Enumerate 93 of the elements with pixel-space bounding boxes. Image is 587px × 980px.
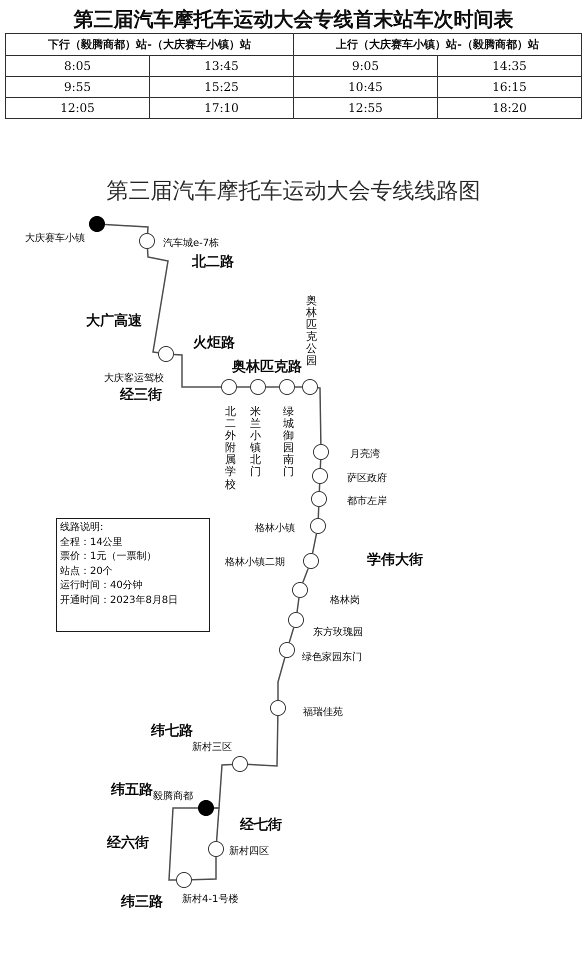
stop-circle bbox=[311, 491, 327, 507]
stop-circle bbox=[313, 444, 329, 460]
route-line bbox=[312, 534, 318, 554]
stop-circle bbox=[270, 700, 286, 716]
time-cell: 14:35 bbox=[437, 56, 582, 76]
stop-name: 新村四区 bbox=[229, 844, 269, 858]
road-name: 经三街 bbox=[120, 386, 162, 404]
time-cell: 12:05 bbox=[6, 98, 150, 118]
stop-name: 米兰小镇北门 bbox=[250, 406, 261, 479]
time-cell: 17:10 bbox=[149, 98, 294, 118]
info-line: 线路说明: bbox=[60, 521, 104, 535]
route-line bbox=[318, 506, 320, 518]
time-cell: 16:15 bbox=[437, 76, 582, 98]
route-line bbox=[277, 658, 286, 700]
stop-circle bbox=[312, 468, 328, 484]
time-cell: 10:45 bbox=[293, 76, 438, 98]
stop-name: 绿城御园南门 bbox=[283, 406, 294, 479]
route-line bbox=[318, 387, 322, 444]
stop-name: 大庆客运驾校 bbox=[104, 372, 164, 385]
stop-name: 月亮湾 bbox=[350, 448, 380, 461]
stop-circle bbox=[310, 518, 326, 534]
route-line bbox=[146, 248, 169, 354]
road-name: 纬五路 bbox=[111, 781, 153, 799]
road-name: 大广高速 bbox=[86, 312, 142, 330]
route-info-box bbox=[56, 518, 210, 632]
stop-name: 萨区政府 bbox=[347, 472, 387, 485]
stop-name: 格林小镇 bbox=[255, 522, 295, 535]
stop-circle bbox=[292, 582, 308, 598]
stop-name: 格林岗 bbox=[330, 594, 360, 607]
stop-name: 东方玫瑰园 bbox=[313, 626, 363, 639]
time-cell: 18:20 bbox=[437, 98, 582, 118]
stop-circle bbox=[303, 553, 319, 569]
header-cell: 上行（大庆赛车小镇）站-（毅腾商都）站 bbox=[293, 34, 582, 56]
terminal-stop-dot bbox=[198, 800, 214, 816]
time-cell: 15:25 bbox=[149, 76, 294, 98]
stop-circle bbox=[208, 841, 224, 857]
route-line bbox=[266, 386, 279, 388]
route-line bbox=[192, 857, 217, 880]
stop-circle bbox=[139, 233, 155, 249]
stop-name: 奥林匹克公园 bbox=[306, 295, 317, 368]
table-title: 第三届汽车摩托车运动大会专线首末站车次时间表 bbox=[72, 6, 514, 33]
stop-name: 毅腾商都 bbox=[153, 790, 193, 803]
time-cell: 8:05 bbox=[6, 56, 150, 76]
stop-name: 汽车城e-7栋 bbox=[163, 236, 220, 250]
route-line bbox=[174, 354, 221, 388]
route-line bbox=[318, 484, 320, 492]
terminal-stop-dot bbox=[89, 216, 105, 232]
stop-name: 北二外附属学校 bbox=[225, 406, 236, 491]
road-name: 火炬路 bbox=[193, 334, 235, 352]
time-cell: 13:45 bbox=[149, 56, 294, 76]
route-line bbox=[168, 807, 198, 881]
route-line bbox=[104, 224, 149, 234]
stop-circle bbox=[302, 379, 318, 395]
time-cell: 9:55 bbox=[6, 76, 150, 98]
stop-circle bbox=[250, 379, 266, 395]
route-line bbox=[320, 460, 322, 468]
route-line bbox=[288, 627, 294, 643]
time-cell: 9:05 bbox=[293, 56, 438, 76]
info-line: 票价：1元（一票制） bbox=[60, 550, 158, 564]
route-line bbox=[295, 386, 302, 388]
route-line bbox=[296, 598, 300, 612]
stop-circle bbox=[279, 642, 295, 658]
stop-circle bbox=[288, 612, 304, 628]
stop-name: 新村4-1号楼 bbox=[182, 892, 238, 906]
road-name: 纬三路 bbox=[121, 893, 163, 911]
info-line: 开通时间：2023年8月8日 bbox=[60, 594, 180, 608]
stop-name: 绿色家园东门 bbox=[302, 650, 362, 664]
stop-name: 都市左岸 bbox=[347, 494, 387, 508]
map-title: 第三届汽车摩托车运动大会专线线路图 bbox=[106, 178, 482, 206]
route-line bbox=[214, 807, 220, 842]
info-line: 站点：20个 bbox=[60, 564, 114, 578]
road-name: 经七街 bbox=[240, 816, 282, 834]
info-line: 运行时间：40分钟 bbox=[60, 579, 144, 593]
time-cell: 12:55 bbox=[293, 98, 438, 118]
route-line bbox=[248, 716, 279, 767]
info-line: 全程：14公里 bbox=[60, 536, 124, 550]
road-name: 经六街 bbox=[107, 834, 149, 852]
stop-circle bbox=[279, 379, 295, 395]
stop-name: 格林小镇二期 bbox=[225, 556, 285, 569]
road-name: 北二路 bbox=[192, 253, 234, 271]
stop-name: 福瑞佳苑 bbox=[303, 706, 343, 719]
stop-name: 新村三区 bbox=[192, 740, 232, 754]
stop-circle bbox=[232, 756, 248, 772]
stop-circle bbox=[221, 379, 237, 395]
header-cell: 下行（毅腾商都）站-（大庆赛车小镇）站 bbox=[6, 34, 294, 56]
stop-circle bbox=[158, 346, 174, 362]
road-name: 奥林匹克路 bbox=[232, 358, 302, 376]
road-name: 学伟大街 bbox=[367, 551, 423, 569]
road-name: 纬七路 bbox=[151, 722, 193, 740]
stop-circle bbox=[176, 872, 192, 888]
stop-name: 大庆赛车小镇 bbox=[25, 232, 85, 245]
route-line bbox=[237, 386, 250, 388]
route-line bbox=[302, 568, 309, 583]
